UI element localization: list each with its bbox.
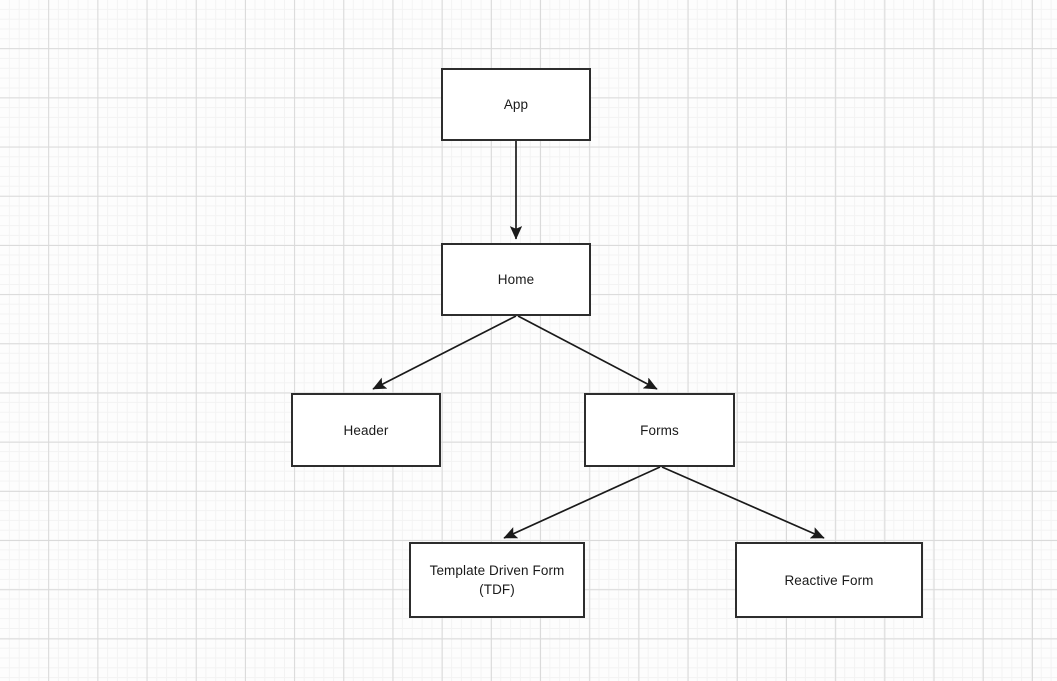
edge-home-to-forms (517, 315, 658, 390)
node-template-driven-form[interactable]: Template Driven Form (TDF) (409, 542, 585, 618)
node-app[interactable]: App (441, 68, 591, 141)
edge-forms-to-reactive (661, 466, 825, 539)
node-home[interactable]: Home (441, 243, 591, 316)
node-reactive-form[interactable]: Reactive Form (735, 542, 923, 618)
node-forms-label: Forms (640, 422, 679, 438)
node-app-label: App (503, 97, 529, 112)
edge-forms-to-tdf (503, 466, 661, 539)
node-header[interactable]: Header (291, 393, 441, 467)
node-forms[interactable]: Forms (584, 393, 735, 467)
node-header-label: Header (343, 422, 389, 438)
node-home-label: Home (497, 272, 535, 287)
node-template-driven-form-label: Template Driven Form (TDF) (429, 563, 565, 597)
node-reactive-form-label: Reactive Form (784, 572, 874, 588)
edge-home-to-header (372, 315, 517, 390)
